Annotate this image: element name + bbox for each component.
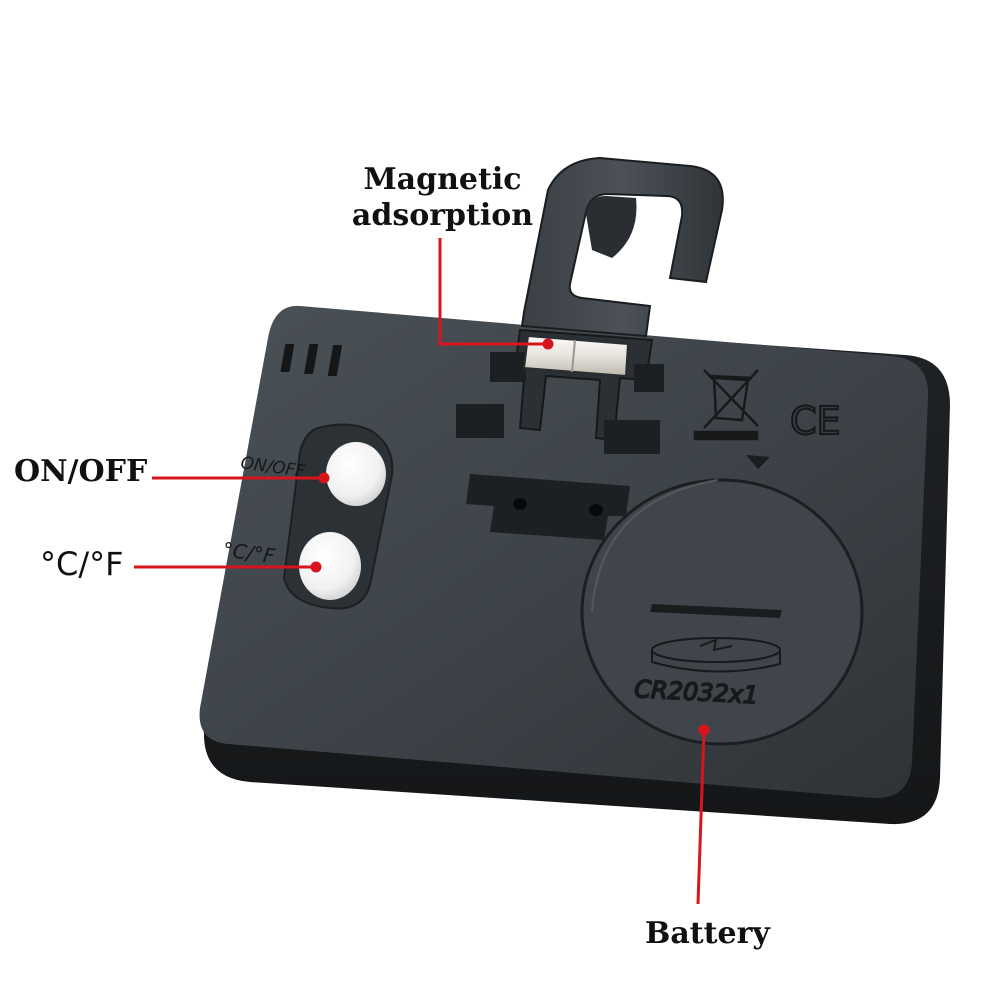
battery-model-text: CR2032x1 (634, 675, 759, 709)
battery-cover-slot (650, 604, 782, 618)
magnetic-adsorption-label: Magnetic adsorption (350, 162, 535, 234)
leader-dots (310, 338, 710, 736)
magnet (522, 334, 630, 378)
ce-mark: CE (790, 399, 841, 443)
magnetic-label-line2: adsorption (351, 198, 534, 233)
coin-cell-icon (651, 637, 781, 673)
magnetic-leader (438, 238, 548, 346)
celsius-fahrenheit-label: °C/°F (40, 545, 124, 583)
on-off-label: ON/OFF (14, 454, 148, 489)
magnetic-label-line1: Magnetic (363, 162, 522, 197)
on-off-button[interactable] (326, 442, 386, 506)
mount-socket (466, 474, 630, 540)
lid-arrow-down-icon (746, 455, 770, 469)
celsius-fahrenheit-button[interactable] (299, 532, 361, 600)
weee-bin-icon (693, 369, 759, 441)
vent-slots (280, 344, 343, 376)
leader-lines (134, 238, 706, 905)
battery-label: Battery (645, 916, 770, 951)
battery-leader (696, 729, 706, 905)
